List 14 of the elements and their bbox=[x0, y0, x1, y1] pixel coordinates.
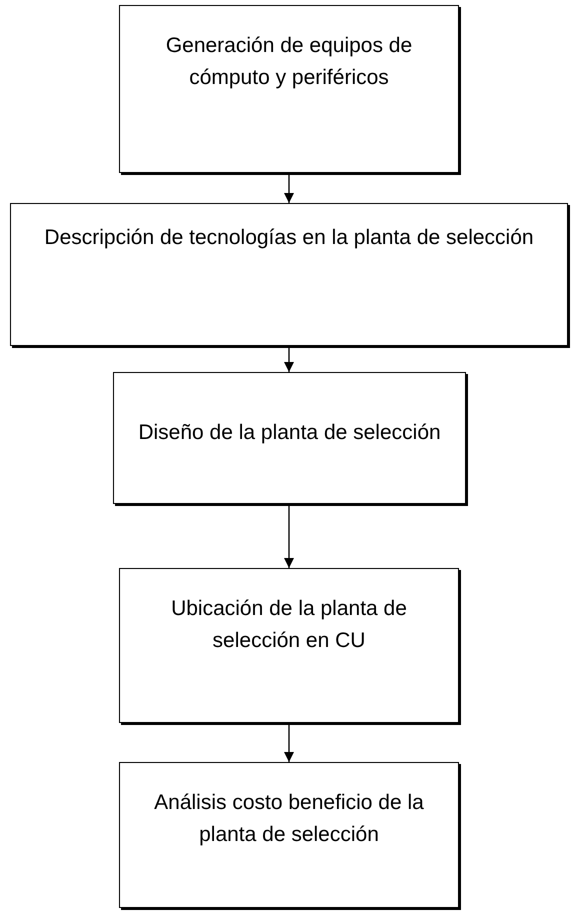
process-box bbox=[113, 372, 466, 504]
box-label: Ubicación de la planta de selección en CU bbox=[170, 596, 408, 654]
process-box bbox=[119, 568, 459, 723]
box-label: Análisis costo beneficio de la planta de selección bbox=[153, 790, 425, 848]
arrow bbox=[284, 725, 294, 762]
box-label: Generación de equipos de cómputo y periféricos bbox=[164, 33, 414, 91]
arrow bbox=[284, 506, 294, 568]
process-box bbox=[119, 5, 459, 173]
box-label: Descripción de tecnologías en la planta de selección bbox=[44, 225, 534, 251]
process-box bbox=[10, 203, 568, 346]
box-label: Diseño de la planta de selección bbox=[138, 420, 441, 446]
process-box bbox=[119, 762, 459, 908]
arrow bbox=[284, 348, 294, 372]
arrow bbox=[284, 175, 294, 203]
